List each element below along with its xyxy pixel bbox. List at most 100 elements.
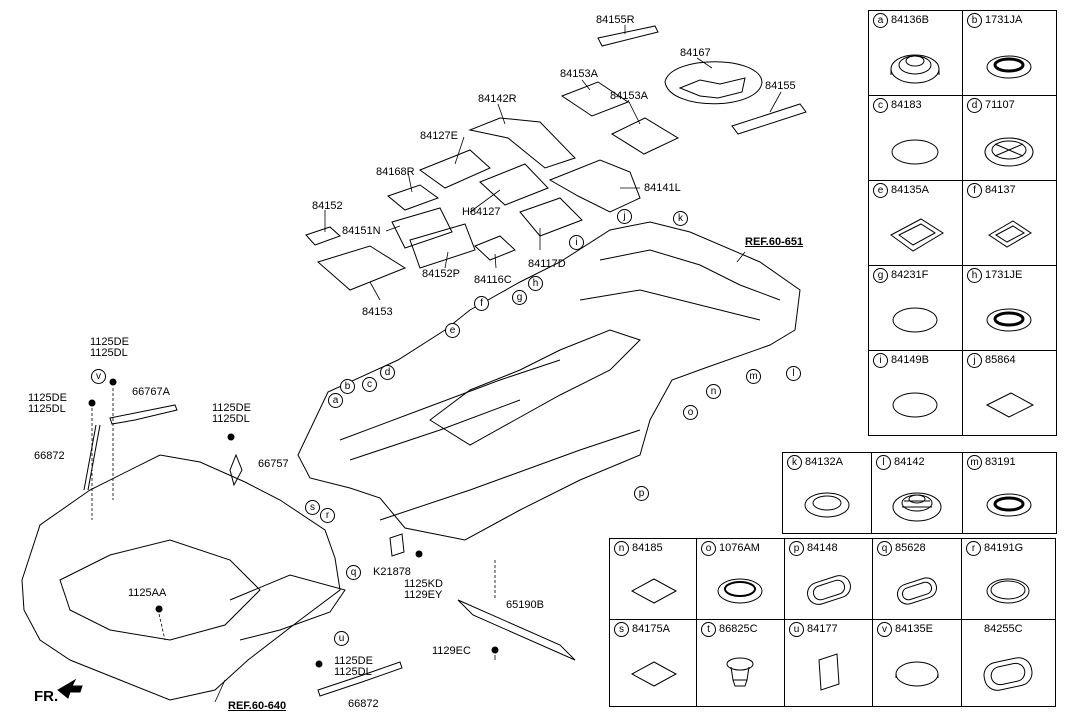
part-letter-a: a <box>873 13 888 28</box>
part-letter-t: t <box>701 622 716 637</box>
callout-m[interactable]: m <box>746 369 761 384</box>
bolt-1125DE-b <box>88 399 96 407</box>
part-image-q <box>896 577 938 605</box>
label-1125DL-d: 1125DL <box>334 666 372 678</box>
bolt-1129EC <box>491 646 499 654</box>
part-code-j: 85864 <box>985 354 1016 366</box>
bolt-1125DE-a <box>109 378 117 386</box>
label-1125DE-a: 1125DE <box>90 336 129 348</box>
part-code-a: 84136B <box>891 14 929 26</box>
callout-o[interactable]: o <box>683 405 698 420</box>
label-66872-a: 66872 <box>34 450 65 462</box>
part-image-u <box>818 653 840 691</box>
part-letter-i: i <box>873 353 888 368</box>
callout-u[interactable]: u <box>334 631 349 646</box>
part-header-x: 84255C <box>962 620 1055 638</box>
part-letter-f: f <box>967 183 982 198</box>
callout-q[interactable]: q <box>346 565 361 580</box>
label-H84127: H84127 <box>462 206 501 218</box>
rear-strut-66872 <box>317 661 403 697</box>
label-84155: 84155 <box>765 80 796 92</box>
callout-g[interactable]: g <box>512 290 527 305</box>
ref-60-651-link[interactable]: REF.60-651 <box>745 236 804 248</box>
label-84155R: 84155R <box>596 14 635 26</box>
floor-pan-crossmember <box>339 359 561 461</box>
callout-s[interactable]: s <box>305 500 320 515</box>
part-code-m: 83191 <box>985 456 1016 468</box>
label-84141L: 84141L <box>644 182 681 194</box>
floor-pan-tunnel <box>429 329 641 446</box>
callout-j[interactable]: j <box>617 209 632 224</box>
callout-k[interactable]: k <box>673 211 688 226</box>
callout-r[interactable]: r <box>320 508 335 523</box>
floor-pan <box>297 221 801 541</box>
label-84153A-2: 84153A <box>610 90 648 102</box>
label-84168R: 84168R <box>376 166 415 178</box>
label-84153A-1: 84153A <box>560 68 598 80</box>
front-direction-label: FR. <box>34 688 59 705</box>
pad-84152P <box>409 223 476 269</box>
part-code-i: 84149B <box>891 354 929 366</box>
part-letter-r: r <box>966 541 981 556</box>
part-image-p <box>807 575 851 605</box>
callout-b[interactable]: b <box>340 379 355 394</box>
callout-v[interactable]: v <box>91 369 106 384</box>
front-direction-arrow <box>57 678 83 699</box>
part-letter-c: c <box>873 98 888 113</box>
part-code-c: 84183 <box>891 99 922 111</box>
callout-h[interactable]: h <box>528 276 543 291</box>
floor-pan-sill <box>379 429 641 521</box>
part-letter-h: h <box>967 268 982 283</box>
part-code-h: 1731JE <box>985 269 1023 281</box>
callout-f[interactable]: f <box>474 296 489 311</box>
callout-d[interactable]: d <box>380 365 395 380</box>
front-strut-66872 <box>83 424 101 491</box>
leader-lines <box>91 25 782 703</box>
callout-n[interactable]: n <box>706 384 721 399</box>
callout-i[interactable]: i <box>569 235 584 250</box>
part-code-s: 84175A <box>632 623 670 635</box>
part-image-c <box>891 139 939 165</box>
label-84151N: 84151N <box>342 225 381 237</box>
part-code-f: 84137 <box>985 184 1016 196</box>
ref-60-640-link[interactable]: REF.60-640 <box>228 700 287 712</box>
callout-a[interactable]: a <box>328 393 343 408</box>
part-code-g: 84231F <box>891 269 929 281</box>
callout-l[interactable]: l <box>786 366 801 381</box>
label-1125AA: 1125AA <box>128 587 167 599</box>
fasteners <box>88 378 499 668</box>
part-code-t: 86825C <box>719 623 758 635</box>
part-letter-v: v <box>877 622 892 637</box>
label-1125KD: 1125KD <box>404 578 443 590</box>
label-66872-b: 66872 <box>348 698 379 710</box>
part-code-v: 84135E <box>895 623 933 635</box>
part-letter-n: n <box>614 541 629 556</box>
callout-c[interactable]: c <box>362 377 377 392</box>
part-letter-q: q <box>877 541 892 556</box>
part-code-r: 84191G <box>984 542 1024 554</box>
part-image-i <box>892 392 938 418</box>
part-letter-g: g <box>873 268 888 283</box>
callout-p[interactable]: p <box>634 486 649 501</box>
part-letter-s: s <box>614 622 629 637</box>
part-letter-b: b <box>967 13 982 28</box>
floor-pan-rear <box>579 249 781 321</box>
part-code-p: 84148 <box>807 542 838 554</box>
callout-e[interactable]: e <box>445 323 460 338</box>
part-code-d: 71107 <box>985 99 1015 111</box>
